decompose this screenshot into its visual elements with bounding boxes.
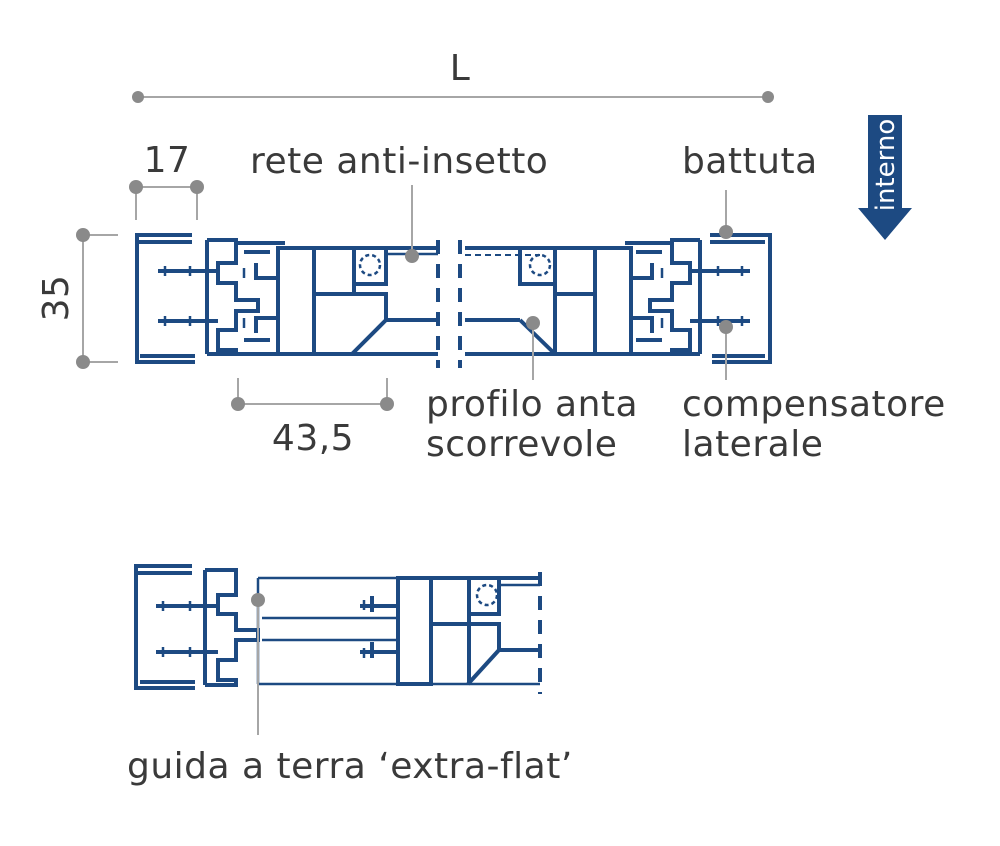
callout-battuta: battuta (682, 141, 818, 239)
label-compensatore-line2: laterale (682, 424, 823, 465)
label-profilo-line2: scorrevole (426, 424, 617, 465)
callout-guida: guida a terra ‘extra-flat’ (127, 593, 573, 787)
callout-profilo: profilo anta scorrevole (426, 316, 638, 465)
bottom-frame-profile (134, 564, 260, 690)
interno-arrow: interno (858, 115, 912, 240)
right-frame-profile (625, 233, 772, 364)
left-sash-profile (276, 240, 462, 368)
right-sash-profile (465, 246, 633, 356)
label-battuta: battuta (682, 141, 818, 182)
dimension-43-5: 43,5 (231, 378, 394, 459)
down-arrow-icon (858, 115, 912, 240)
dimension-l: L (132, 48, 774, 103)
callout-rete: rete anti-insetto (250, 141, 548, 263)
dimension-l-label: L (450, 48, 471, 89)
label-rete: rete anti-insetto (250, 141, 548, 182)
label-guida: guida a terra ‘extra-flat’ (127, 746, 573, 787)
dimension-35: 35 (36, 228, 118, 369)
dimension-17: 17 (129, 140, 204, 220)
dimension-35-label: 35 (36, 275, 77, 322)
label-profilo-line1: profilo anta (426, 384, 638, 425)
dimension-43-5-label: 43,5 (272, 418, 354, 459)
bottom-sash-profile (256, 572, 542, 694)
label-compensatore-line1: compensatore (682, 384, 946, 425)
dimension-17-label: 17 (144, 140, 191, 181)
left-frame-profile (135, 233, 285, 364)
interno-label: interno (871, 119, 901, 212)
callout-compensatore: compensatore laterale (682, 320, 946, 465)
